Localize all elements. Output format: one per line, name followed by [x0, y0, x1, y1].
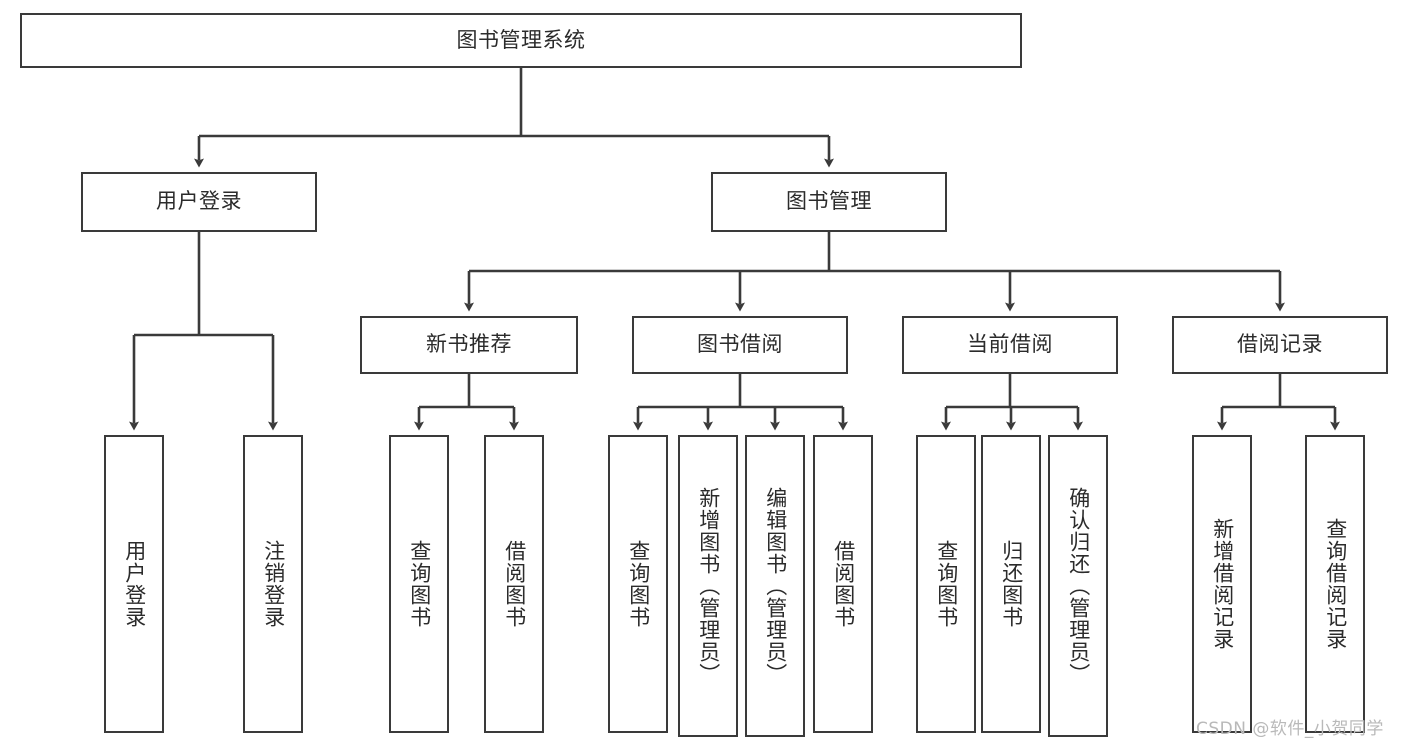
node-leaf-query-book-2[interactable]: 查询图书 [608, 435, 668, 733]
node-leaf-query-record[interactable]: 查询借阅记录 [1305, 435, 1365, 733]
node-leaf-return-book[interactable]: 归还图书 [981, 435, 1041, 733]
node-leaf-query-book-3[interactable]: 查询图书 [916, 435, 976, 733]
node-book-manage-label: 图书管理 [786, 189, 872, 214]
node-leaf-user-login[interactable]: 用户登录 [104, 435, 164, 733]
node-leaf-logout[interactable]: 注销登录 [243, 435, 303, 733]
node-leaf-query-book-1[interactable]: 查询图书 [389, 435, 449, 733]
node-leaf-add-book[interactable]: 新增图书（管理员） [678, 435, 738, 737]
node-borrow-record[interactable]: 借阅记录 [1172, 316, 1388, 374]
node-leaf-borrow-book-1-label: 借阅图书 [502, 540, 527, 628]
node-root-label: 图书管理系统 [456, 27, 586, 52]
node-new-book-recommend-label: 新书推荐 [426, 332, 512, 357]
node-leaf-borrow-book-1[interactable]: 借阅图书 [484, 435, 544, 733]
node-leaf-edit-book[interactable]: 编辑图书（管理员） [745, 435, 805, 737]
node-current-borrow-label: 当前借阅 [967, 332, 1053, 357]
node-leaf-query-record-label: 查询借阅记录 [1323, 518, 1348, 650]
node-book-borrow[interactable]: 图书借阅 [632, 316, 848, 374]
node-leaf-edit-book-label: 编辑图书（管理员） [763, 487, 788, 685]
node-leaf-user-login-label: 用户登录 [122, 540, 147, 628]
node-leaf-borrow-book-2[interactable]: 借阅图书 [813, 435, 873, 733]
node-leaf-confirm-return[interactable]: 确认归还（管理员） [1048, 435, 1108, 737]
node-leaf-logout-label: 注销登录 [261, 540, 286, 628]
node-leaf-query-book-3-label: 查询图书 [934, 540, 959, 628]
node-borrow-record-label: 借阅记录 [1237, 332, 1323, 357]
node-leaf-return-book-label: 归还图书 [999, 540, 1024, 628]
node-user-login-label: 用户登录 [156, 189, 242, 214]
node-leaf-confirm-return-label: 确认归还（管理员） [1066, 487, 1091, 685]
node-root[interactable]: 图书管理系统 [20, 13, 1022, 68]
node-book-manage[interactable]: 图书管理 [711, 172, 947, 232]
node-new-book-recommend[interactable]: 新书推荐 [360, 316, 578, 374]
node-book-borrow-label: 图书借阅 [697, 332, 783, 357]
node-leaf-add-record-label: 新增借阅记录 [1210, 518, 1235, 650]
node-leaf-query-book-1-label: 查询图书 [407, 540, 432, 628]
node-leaf-query-book-2-label: 查询图书 [626, 540, 651, 628]
node-user-login[interactable]: 用户登录 [81, 172, 317, 232]
node-leaf-borrow-book-2-label: 借阅图书 [831, 540, 856, 628]
node-current-borrow[interactable]: 当前借阅 [902, 316, 1118, 374]
node-leaf-add-book-label: 新增图书（管理员） [696, 487, 721, 685]
node-leaf-add-record[interactable]: 新增借阅记录 [1192, 435, 1252, 733]
csdn-watermark: CSDN @软件_小贺同学 [1196, 719, 1384, 739]
